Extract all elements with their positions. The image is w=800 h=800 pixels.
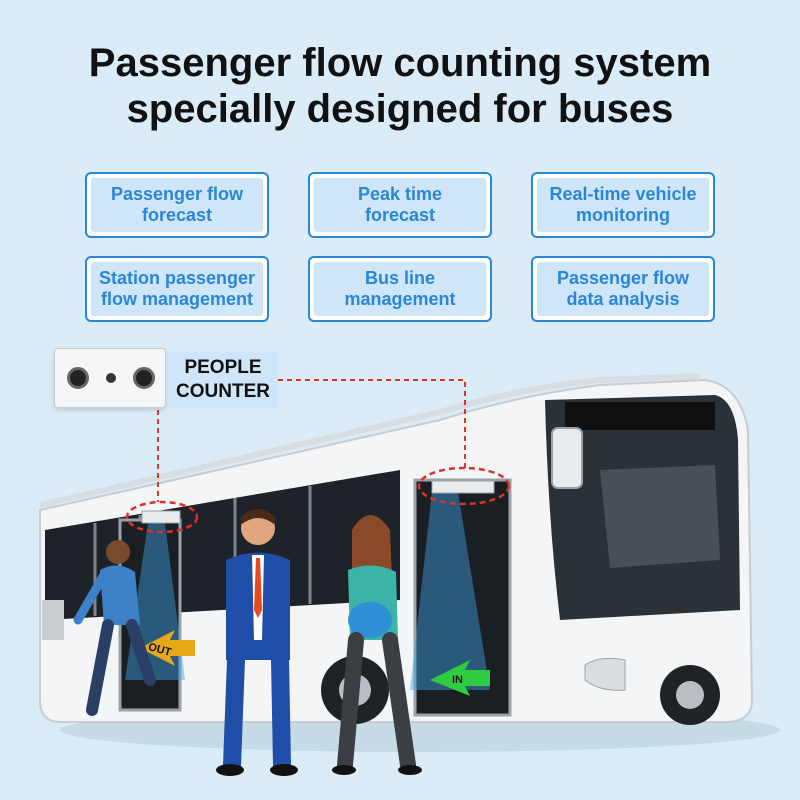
people-counter-device [54, 348, 166, 408]
sensor-led-icon [106, 373, 116, 383]
passenger-woman [332, 515, 422, 775]
feature-card: Passenger flow data analysis [531, 256, 715, 322]
rear-sensor-marker [125, 500, 199, 534]
camera-lens-icon [67, 367, 89, 389]
front-connector-line [278, 379, 466, 468]
camera-lens-icon [133, 367, 155, 389]
windshield-reflection [600, 465, 720, 568]
counter-label-line-1: PEOPLE [184, 357, 262, 378]
bus-roof [39, 373, 701, 508]
destination-display [565, 402, 715, 430]
feature-card: Real-time vehicle monitoring [531, 172, 715, 238]
feature-card: Bus line management [308, 256, 492, 322]
feature-label: Passenger flow data analysis [537, 262, 709, 316]
feature-card: Station passenger flow management [85, 256, 269, 322]
feature-card: Peak time forecast [308, 172, 492, 238]
feature-label: Bus line management [314, 262, 486, 316]
out-arrow: OUT [140, 630, 195, 666]
front-sensor-beam [410, 492, 490, 690]
feature-card: Passenger flow forecast [85, 172, 269, 238]
counter-label-line-2: COUNTER [176, 381, 270, 402]
page-title: Passenger flow counting system specially… [0, 40, 800, 132]
passenger-walking-out [73, 540, 156, 716]
feature-label: Station passenger flow management [91, 262, 263, 316]
feature-grid: Passenger flow forecast Peak time foreca… [85, 172, 715, 322]
title-line-2: specially designed for buses [126, 87, 674, 131]
headlight [584, 657, 626, 691]
out-label: OUT [147, 641, 173, 659]
people-counter-label: PEOPLE COUNTER [168, 352, 278, 408]
feature-label: Passenger flow forecast [91, 178, 263, 232]
passenger-businessman [216, 509, 298, 776]
front-door-sensor [431, 480, 495, 494]
rear-grille [42, 600, 64, 640]
in-label: IN [452, 674, 463, 686]
title-line-1: Passenger flow counting system [88, 41, 712, 85]
rear-door-sensor [141, 510, 181, 524]
feature-label: Real-time vehicle monitoring [537, 178, 709, 232]
feature-label: Peak time forecast [314, 178, 486, 232]
side-mirror [551, 427, 583, 489]
in-arrow: IN [430, 660, 490, 696]
wheel-hub [676, 681, 704, 709]
